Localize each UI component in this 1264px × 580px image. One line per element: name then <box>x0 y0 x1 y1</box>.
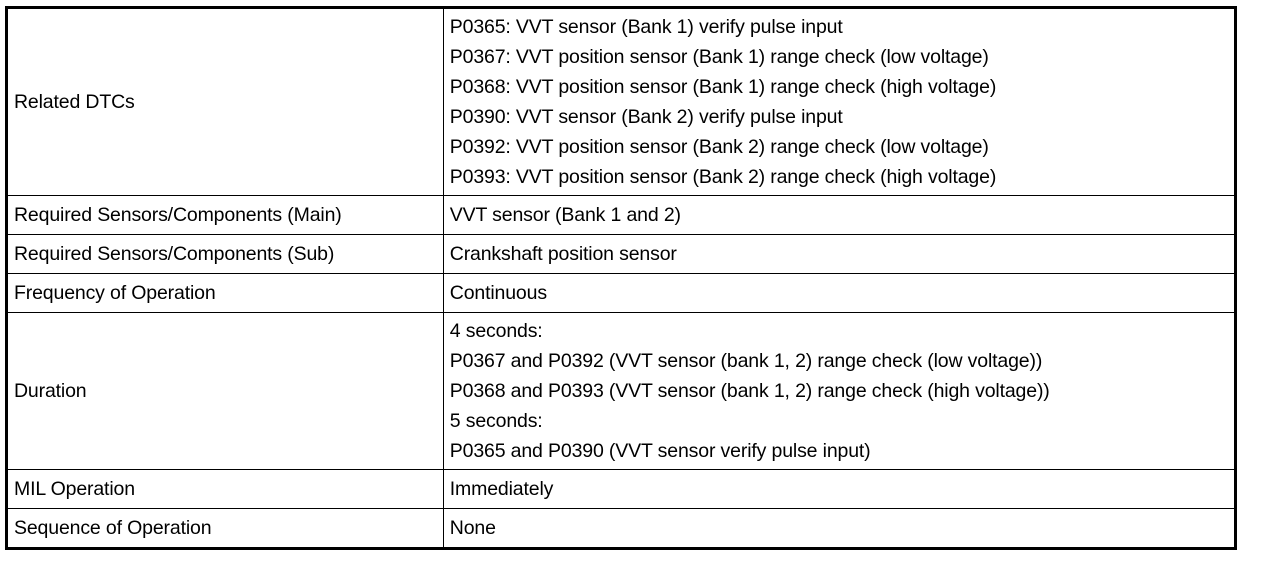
row-label-text: Frequency of Operation <box>14 282 216 304</box>
row-label-sequence-of-operation: Sequence of Operation <box>6 508 444 549</box>
row-value-frequency-of-operation: Continuous <box>442 273 1237 313</box>
row-value-text: VVT sensor (Bank 1 and 2) <box>449 204 681 226</box>
row-label-text: Required Sensors/Components (Sub) <box>14 243 335 265</box>
row-value-text: 4 seconds: P0367 and P0392 (VVT sensor (… <box>449 320 1050 462</box>
table-row: Sequence of Operation None <box>6 508 1237 549</box>
row-label-related-dtcs: Related DTCs <box>6 7 444 196</box>
table-row: Related DTCs P0365: VVT sensor (Bank 1) … <box>6 7 1237 196</box>
row-value-sequence-of-operation: None <box>442 508 1237 549</box>
row-value-text: Crankshaft position sensor <box>449 243 677 265</box>
monitor-specification-table: Related DTCs P0365: VVT sensor (Bank 1) … <box>5 6 1237 550</box>
row-label-frequency-of-operation: Frequency of Operation <box>6 273 444 313</box>
row-label-text: Required Sensors/Components (Main) <box>14 204 342 226</box>
row-value-mil-operation: Immediately <box>442 469 1237 509</box>
row-label-duration: Duration <box>6 312 444 470</box>
row-label-required-sensors-sub: Required Sensors/Components (Sub) <box>6 234 444 274</box>
row-label-text: Related DTCs <box>14 91 135 113</box>
row-label-required-sensors-main: Required Sensors/Components (Main) <box>6 195 444 235</box>
table-body: Related DTCs P0365: VVT sensor (Bank 1) … <box>6 7 1237 549</box>
row-value-related-dtcs: P0365: VVT sensor (Bank 1) verify pulse … <box>442 7 1237 196</box>
row-value-text: Immediately <box>449 478 554 500</box>
row-value-text: P0365: VVT sensor (Bank 1) verify pulse … <box>449 16 997 188</box>
table-row: Required Sensors/Components (Sub) Cranks… <box>6 234 1237 274</box>
row-label-text: Sequence of Operation <box>14 517 212 539</box>
row-value-duration: 4 seconds: P0367 and P0392 (VVT sensor (… <box>442 312 1237 470</box>
table-row: MIL Operation Immediately <box>6 469 1237 509</box>
row-label-text: Duration <box>14 380 87 402</box>
row-label-text: MIL Operation <box>14 478 135 500</box>
row-label-mil-operation: MIL Operation <box>6 469 444 509</box>
row-value-text: None <box>449 517 496 539</box>
row-value-required-sensors-sub: Crankshaft position sensor <box>442 234 1237 274</box>
row-value-required-sensors-main: VVT sensor (Bank 1 and 2) <box>442 195 1237 235</box>
table-row: Frequency of Operation Continuous <box>6 273 1237 313</box>
row-value-text: Continuous <box>449 282 547 304</box>
table-row: Required Sensors/Components (Main) VVT s… <box>6 195 1237 235</box>
table-row: Duration 4 seconds: P0367 and P0392 (VVT… <box>6 312 1237 470</box>
